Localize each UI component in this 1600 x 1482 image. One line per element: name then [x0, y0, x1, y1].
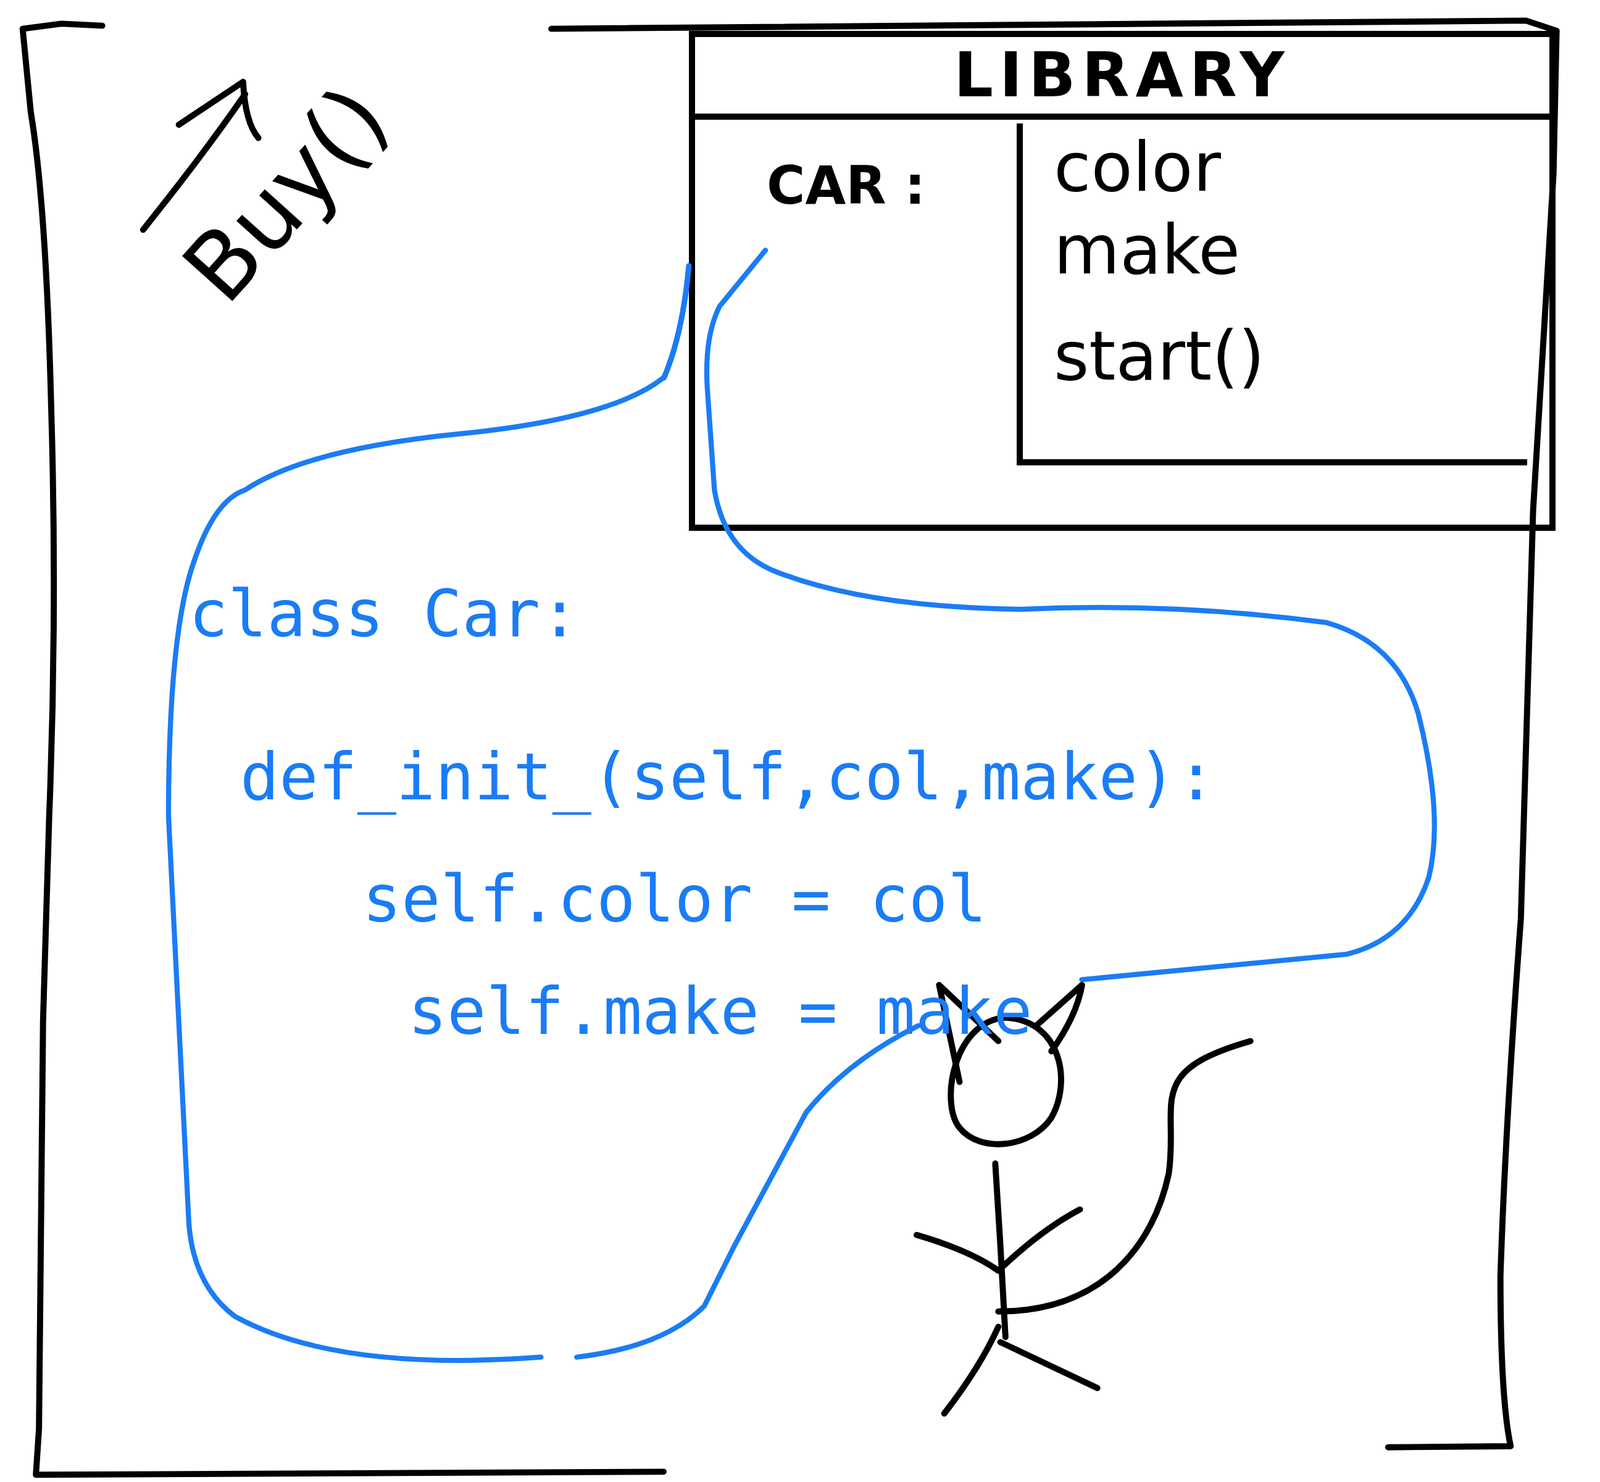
connector-line	[664, 266, 689, 378]
attribute-text: make	[1053, 216, 1241, 284]
sketch-stroke	[1000, 1341, 1098, 1388]
sketch-stroke	[179, 82, 259, 139]
sketch-stroke	[998, 1041, 1250, 1312]
box-title: LIBRARY	[953, 44, 1291, 107]
method-text: start()	[1053, 322, 1265, 391]
box-header: LIBRARY	[695, 37, 1550, 120]
code-line: class Car:	[188, 582, 580, 647]
attribute-text: color	[1053, 133, 1221, 202]
library-box: LIBRARY CAR : color make start()	[688, 30, 1556, 531]
sketch-stroke	[944, 1327, 999, 1415]
code-line: self.make = make	[408, 979, 1033, 1045]
sketch-stroke	[1035, 985, 1082, 1052]
bubble-pointer	[664, 266, 689, 378]
system-boundary: Buy()LIBRARYCAR :colormakestart()class C…	[24, 24, 1556, 1473]
sketch-stroke	[551, 20, 1557, 1447]
attribute-box: color make start()	[1016, 123, 1528, 466]
code-line: self.color = col	[362, 867, 987, 933]
sketch-stroke	[916, 1209, 1081, 1271]
code-line: def_init_(self,col,make):	[240, 745, 1216, 810]
class-name: CAR :	[766, 159, 926, 212]
sketch-stroke	[576, 1025, 919, 1358]
code-bubble: class Car: def_init_(self,col,make): self.…	[168, 377, 1439, 1363]
